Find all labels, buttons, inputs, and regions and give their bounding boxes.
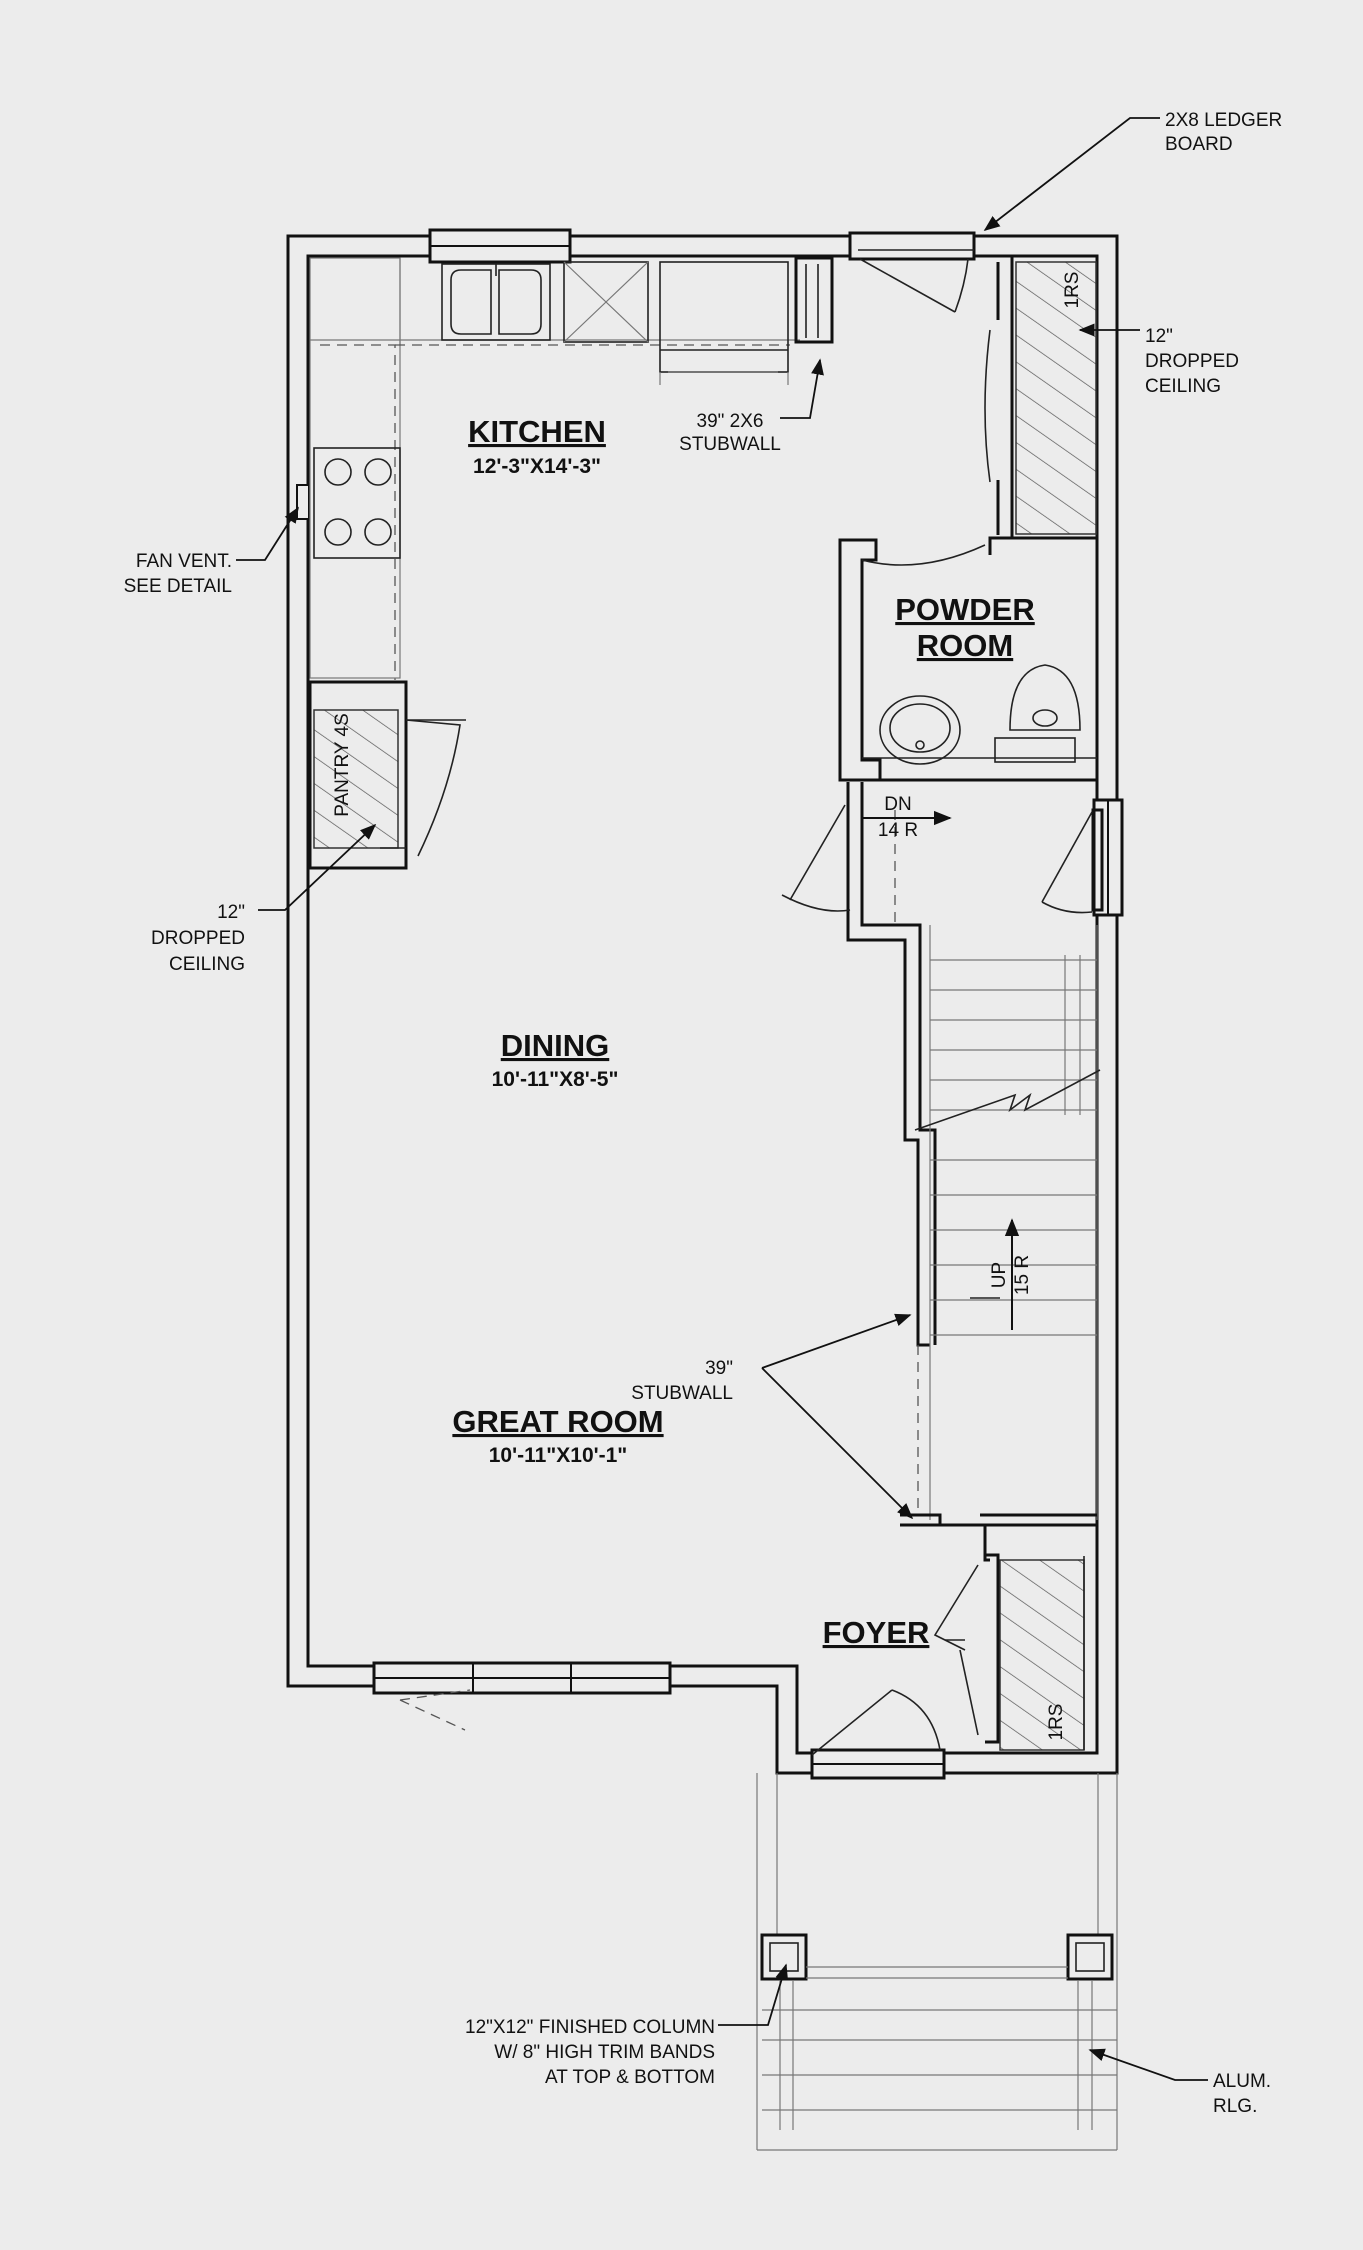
- great-room-size: 10'-11"X10'-1": [489, 1444, 628, 1467]
- dining-size: 10'-11"X8'-5": [492, 1068, 619, 1091]
- dropped-ceiling-left-1: 12": [217, 902, 245, 923]
- foyer: [811, 1513, 1097, 1756]
- annotations: 2X8 LEDGER BOARD 12" DROPPED CEILING 39"…: [124, 110, 1283, 2117]
- dining-label: DINING: [501, 1028, 610, 1063]
- powder-room: [838, 538, 1099, 782]
- stair-stubwall-note-2: STUBWALL: [631, 1383, 733, 1404]
- railing-note-2: RLG.: [1213, 2096, 1257, 2117]
- ledger-note-2: BOARD: [1165, 134, 1233, 155]
- dropped-ceiling-right-2: DROPPED: [1145, 351, 1239, 372]
- railing-note-1: ALUM.: [1213, 2071, 1271, 2092]
- kitchen-counters: [309, 256, 834, 680]
- closet-bottom-label: 1RS: [1046, 1704, 1067, 1741]
- dropped-ceiling-left-3: CEILING: [169, 954, 245, 975]
- top-right-closet: [848, 231, 1097, 555]
- powder-room-label-2: ROOM: [917, 628, 1013, 663]
- fan-vent-note-2: SEE DETAIL: [124, 576, 232, 597]
- powder-room-label-1: POWDER: [895, 592, 1035, 627]
- porch: [756, 1773, 1118, 2151]
- room-labels: KITCHEN 12'-3"X14'-3" POWDER ROOM DINING…: [332, 414, 1035, 1650]
- closet-top-label: 1RS: [1062, 272, 1083, 309]
- stair-up-risers: 15 R: [1012, 1255, 1033, 1295]
- stair-labels: DN 14 R UP 15 R 1RS 1RS: [878, 272, 1083, 1741]
- great-room-label: GREAT ROOM: [452, 1404, 663, 1439]
- kitchen-stubwall-note-1: 39" 2X6: [697, 411, 764, 432]
- windows: [296, 228, 1124, 1780]
- stair-down-label: DN: [884, 794, 911, 815]
- dropped-ceiling-right-1: 12": [1145, 326, 1173, 347]
- stair-down-risers: 14 R: [878, 820, 918, 841]
- kitchen-label: KITCHEN: [468, 414, 606, 449]
- kitchen-size: 12'-3"X14'-3": [473, 455, 601, 478]
- stair-core: [781, 782, 1104, 1520]
- stair-up-label: UP: [989, 1262, 1010, 1288]
- stair-stubwall-note-1: 39": [705, 1358, 733, 1379]
- dropped-ceiling-right-3: CEILING: [1145, 376, 1221, 397]
- column-note-3: AT TOP & BOTTOM: [545, 2067, 715, 2088]
- leader-lines: [236, 117, 1208, 2081]
- pantry: [308, 680, 466, 870]
- column-note-1: 12"X12" FINISHED COLUMN: [465, 2017, 715, 2038]
- pantry-label: PANTRY 4S: [332, 713, 353, 817]
- column-note-2: W/ 8" HIGH TRIM BANDS: [494, 2042, 715, 2063]
- kitchen-stubwall-note-2: STUBWALL: [679, 434, 781, 455]
- fan-vent-note-1: FAN VENT.: [136, 551, 232, 572]
- stair-stubwall: [900, 1345, 990, 1562]
- ledger-note-1: 2X8 LEDGER: [1165, 110, 1282, 131]
- exterior-walls: [286, 234, 1119, 1775]
- foyer-label: FOYER: [823, 1615, 930, 1650]
- dropped-ceiling-left-2: DROPPED: [151, 928, 245, 949]
